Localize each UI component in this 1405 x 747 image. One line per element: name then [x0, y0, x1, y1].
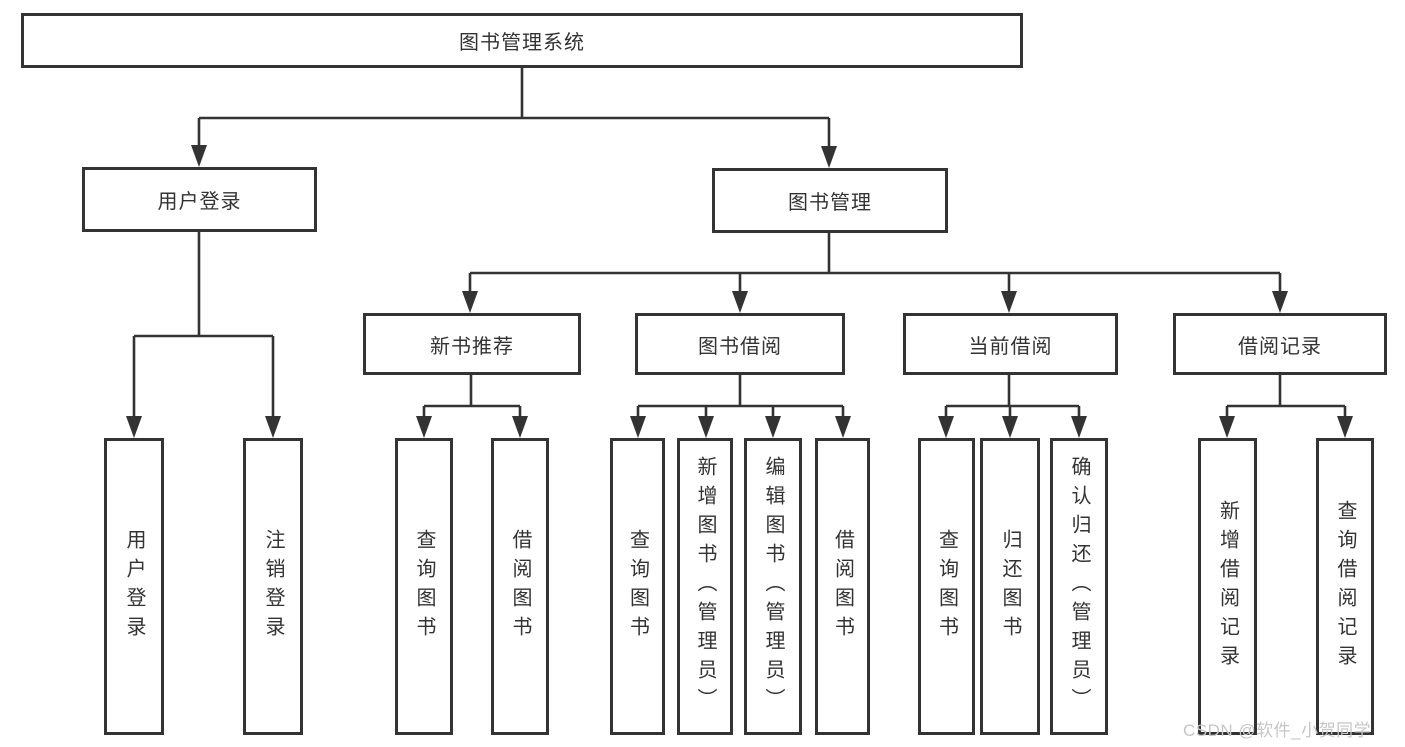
leaf-edit-book-admin-label: 编辑图书（管理员）	[762, 456, 784, 717]
leaf-add-borrow-record-label: 新增借阅记录	[1216, 499, 1239, 674]
leaf-return-book: 归还图书	[980, 438, 1040, 735]
csdn-watermark: CSDN @软件_小贺同学	[1183, 721, 1372, 740]
leaf-borrow-book-2-label: 借阅图书	[831, 528, 854, 645]
leaf-query-book-2-label: 查询图书	[626, 528, 649, 645]
node-library-system-label: 图书管理系统	[459, 32, 585, 54]
node-book-borrow-label: 图书借阅	[698, 335, 782, 358]
connector-user-login	[126, 232, 281, 438]
connector-book-management	[462, 233, 1288, 313]
node-new-book-recommend: 新书推荐	[363, 313, 581, 375]
node-user-login: 用户登录	[82, 167, 317, 232]
connector-new-book	[416, 375, 528, 438]
leaf-add-borrow-record: 新增借阅记录	[1198, 438, 1257, 735]
connector-root	[191, 66, 837, 168]
node-book-management-label: 图书管理	[788, 192, 872, 214]
leaf-query-borrow-record-label: 查询借阅记录	[1334, 499, 1356, 674]
leaf-add-book-admin: 新增图书（管理员）	[677, 438, 733, 735]
leaf-query-book-1: 查询图书	[395, 438, 453, 735]
leaf-query-book-3-label: 查询图书	[935, 528, 958, 645]
connector-current-borrow	[938, 375, 1087, 438]
node-borrow-record: 借阅记录	[1173, 313, 1387, 375]
leaf-borrow-book-1: 借阅图书	[491, 438, 549, 735]
node-book-management: 图书管理	[712, 168, 948, 233]
node-current-borrow-label: 当前借阅	[968, 335, 1053, 358]
leaf-confirm-return-admin: 确认归还（管理员）	[1050, 438, 1108, 735]
leaf-query-book-3: 查询图书	[918, 438, 975, 735]
leaf-borrow-book-1-label: 借阅图书	[509, 528, 531, 645]
leaf-logout-label: 注销登录	[262, 528, 284, 645]
leaf-return-book-label: 归还图书	[999, 528, 1021, 645]
node-book-borrow: 图书借阅	[635, 313, 845, 375]
leaf-query-book-2: 查询图书	[610, 438, 665, 735]
node-user-login-label: 用户登录	[157, 191, 242, 213]
node-library-system: 图书管理系统	[21, 13, 1023, 68]
node-borrow-record-label: 借阅记录	[1238, 335, 1322, 358]
node-new-book-recommend-label: 新书推荐	[430, 335, 514, 358]
leaf-logout: 注销登录	[243, 438, 303, 735]
connector-borrow-record	[1219, 375, 1353, 438]
leaf-user-login-label: 用户登录	[123, 528, 145, 645]
leaf-user-login: 用户登录	[104, 438, 164, 735]
leaf-edit-book-admin: 编辑图书（管理员）	[744, 438, 802, 735]
connector-book-borrow	[630, 375, 851, 438]
leaf-confirm-return-admin-label: 确认归还（管理员）	[1068, 456, 1090, 717]
leaf-query-borrow-record: 查询借阅记录	[1316, 438, 1374, 735]
leaf-borrow-book-2: 借阅图书	[815, 438, 870, 735]
leaf-query-book-1-label: 查询图书	[413, 528, 435, 645]
node-current-borrow: 当前借阅	[903, 313, 1118, 375]
leaf-add-book-admin-label: 新增图书（管理员）	[694, 456, 716, 717]
